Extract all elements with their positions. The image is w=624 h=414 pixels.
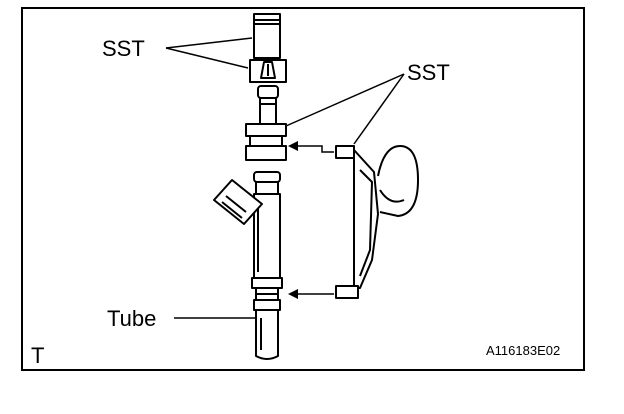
tube xyxy=(255,309,279,360)
fuel-injector xyxy=(251,171,283,311)
sst-leader-right-1 xyxy=(285,73,405,127)
diagram-border xyxy=(21,7,585,371)
sst-label-upper: SST xyxy=(102,36,145,61)
sst-ring xyxy=(245,123,287,161)
sst-clip xyxy=(249,59,287,83)
sst-label-right: SST xyxy=(407,60,450,85)
figure-code: A116183E02 xyxy=(486,343,561,358)
sst-clamp xyxy=(335,145,419,299)
injector-connector xyxy=(213,179,263,225)
arrowhead-upper xyxy=(288,141,298,151)
sst-leader-upper-2 xyxy=(165,47,249,69)
injector-nipple xyxy=(257,85,279,125)
arrow-upper xyxy=(296,145,334,153)
arrowhead-lower xyxy=(288,289,298,299)
sst-leader-upper-1 xyxy=(165,37,253,49)
sst-leader-right-2 xyxy=(353,73,405,145)
corner-mark: T xyxy=(31,343,45,368)
upper-sst-tube xyxy=(253,13,281,59)
tube-label: Tube xyxy=(107,306,157,331)
